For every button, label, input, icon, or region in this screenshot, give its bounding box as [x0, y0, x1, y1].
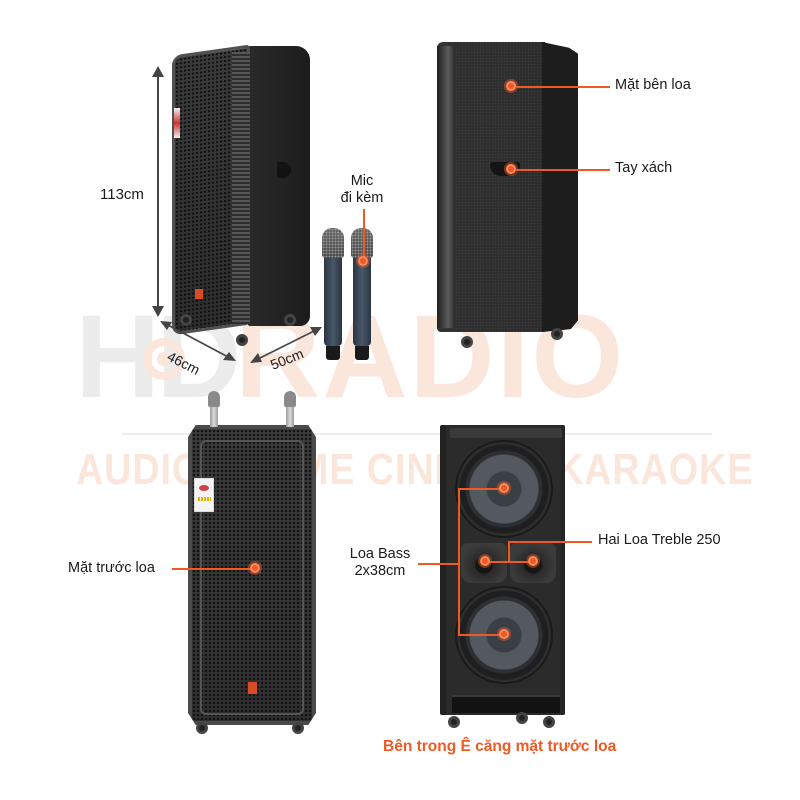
speaker-sticker: [194, 478, 214, 512]
handle-callout-marker-icon: [506, 164, 516, 174]
mic-body: [353, 258, 371, 346]
arrow-up-icon: [152, 66, 164, 77]
wheel-icon: [516, 712, 528, 724]
microphone-2: [351, 228, 373, 360]
mic-label: Mic đi kèm: [334, 173, 390, 208]
wheel-icon: [196, 722, 208, 734]
height-label: 113cm: [100, 186, 144, 203]
watermark-divider: [122, 433, 712, 435]
wheel-icon: [236, 334, 248, 346]
handle-label: Tay xách: [615, 160, 673, 176]
bass-callout-line: [418, 563, 460, 565]
docked-mic-1: [208, 391, 220, 427]
microphone-1: [322, 228, 344, 360]
wheel-icon: [180, 314, 192, 326]
speaker-front-grille: [188, 425, 316, 725]
bass-callout-vertical: [458, 488, 460, 636]
wheel-icon: [543, 716, 555, 728]
mic-label-line2: đi kèm: [340, 190, 384, 207]
docked-mic-2: [284, 391, 296, 427]
arrow-down-icon: [152, 306, 164, 317]
inside-view-caption: Bên trong Ê căng mặt trước loa: [383, 738, 617, 755]
speaker-handle: [277, 162, 291, 178]
speaker-side-surface: [437, 42, 545, 332]
brand-logo-icon: [195, 289, 203, 299]
side-label: Mặt bên loa: [615, 77, 691, 93]
bass-callout-top-branch: [458, 488, 504, 490]
handle-callout-line: [516, 169, 610, 171]
treble-right-marker-icon: [528, 556, 538, 566]
treble-label: Hai Loa Treble 250: [598, 532, 721, 548]
wheel-icon: [448, 716, 460, 728]
treble-callout-line: [508, 541, 592, 543]
mic-callout-line: [363, 209, 365, 259]
treble-callout-vertical: [508, 541, 510, 562]
wheel-icon: [292, 722, 304, 734]
treble-left-marker-icon: [480, 556, 490, 566]
side-callout-marker-icon: [506, 81, 516, 91]
height-dimension-line: [157, 72, 159, 312]
mic-callout-marker-icon: [358, 256, 368, 266]
bass-label: Loa Bass 2x38cm: [345, 546, 415, 581]
wheel-icon: [551, 328, 563, 340]
speaker-back-panel: [542, 42, 578, 332]
wheel-icon: [461, 336, 473, 348]
mic-body: [324, 258, 342, 346]
bass-label-line2: 2x38cm: [354, 563, 406, 580]
mic-label-line1: Mic: [350, 173, 374, 189]
depth-width-arrows-icon: [160, 321, 322, 363]
bass-bottom-marker-icon: [499, 629, 509, 639]
bass-label-line1: Loa Bass: [349, 546, 411, 562]
speaker-grille-frame: [200, 440, 304, 715]
front-callout-line: [172, 568, 254, 570]
speaker-side-surface: [248, 46, 310, 326]
front-callout-marker-icon: [250, 563, 260, 573]
speaker-grille-band: [232, 52, 250, 324]
speaker-top-rim: [450, 428, 562, 438]
side-callout-line: [516, 86, 610, 88]
mic-end: [355, 346, 369, 360]
bass-port: [452, 695, 560, 713]
mic-grille: [351, 228, 373, 258]
bass-callout-bottom-branch: [458, 634, 504, 636]
mic-grille: [322, 228, 344, 258]
brand-logo-icon: [248, 682, 257, 694]
watermark-tagline: AUDIO - HOME CINEMA - KARAOKE: [76, 445, 754, 494]
wheel-icon: [284, 314, 296, 326]
mic-end: [326, 346, 340, 360]
treble-callout-joint: [486, 561, 534, 563]
front-label: Mặt trước loa: [68, 560, 155, 576]
bass-top-marker-icon: [499, 483, 509, 493]
watermark-ring-icon: [143, 338, 185, 380]
speaker-front-edge: [437, 46, 453, 328]
speaker-sticker: [174, 108, 180, 138]
